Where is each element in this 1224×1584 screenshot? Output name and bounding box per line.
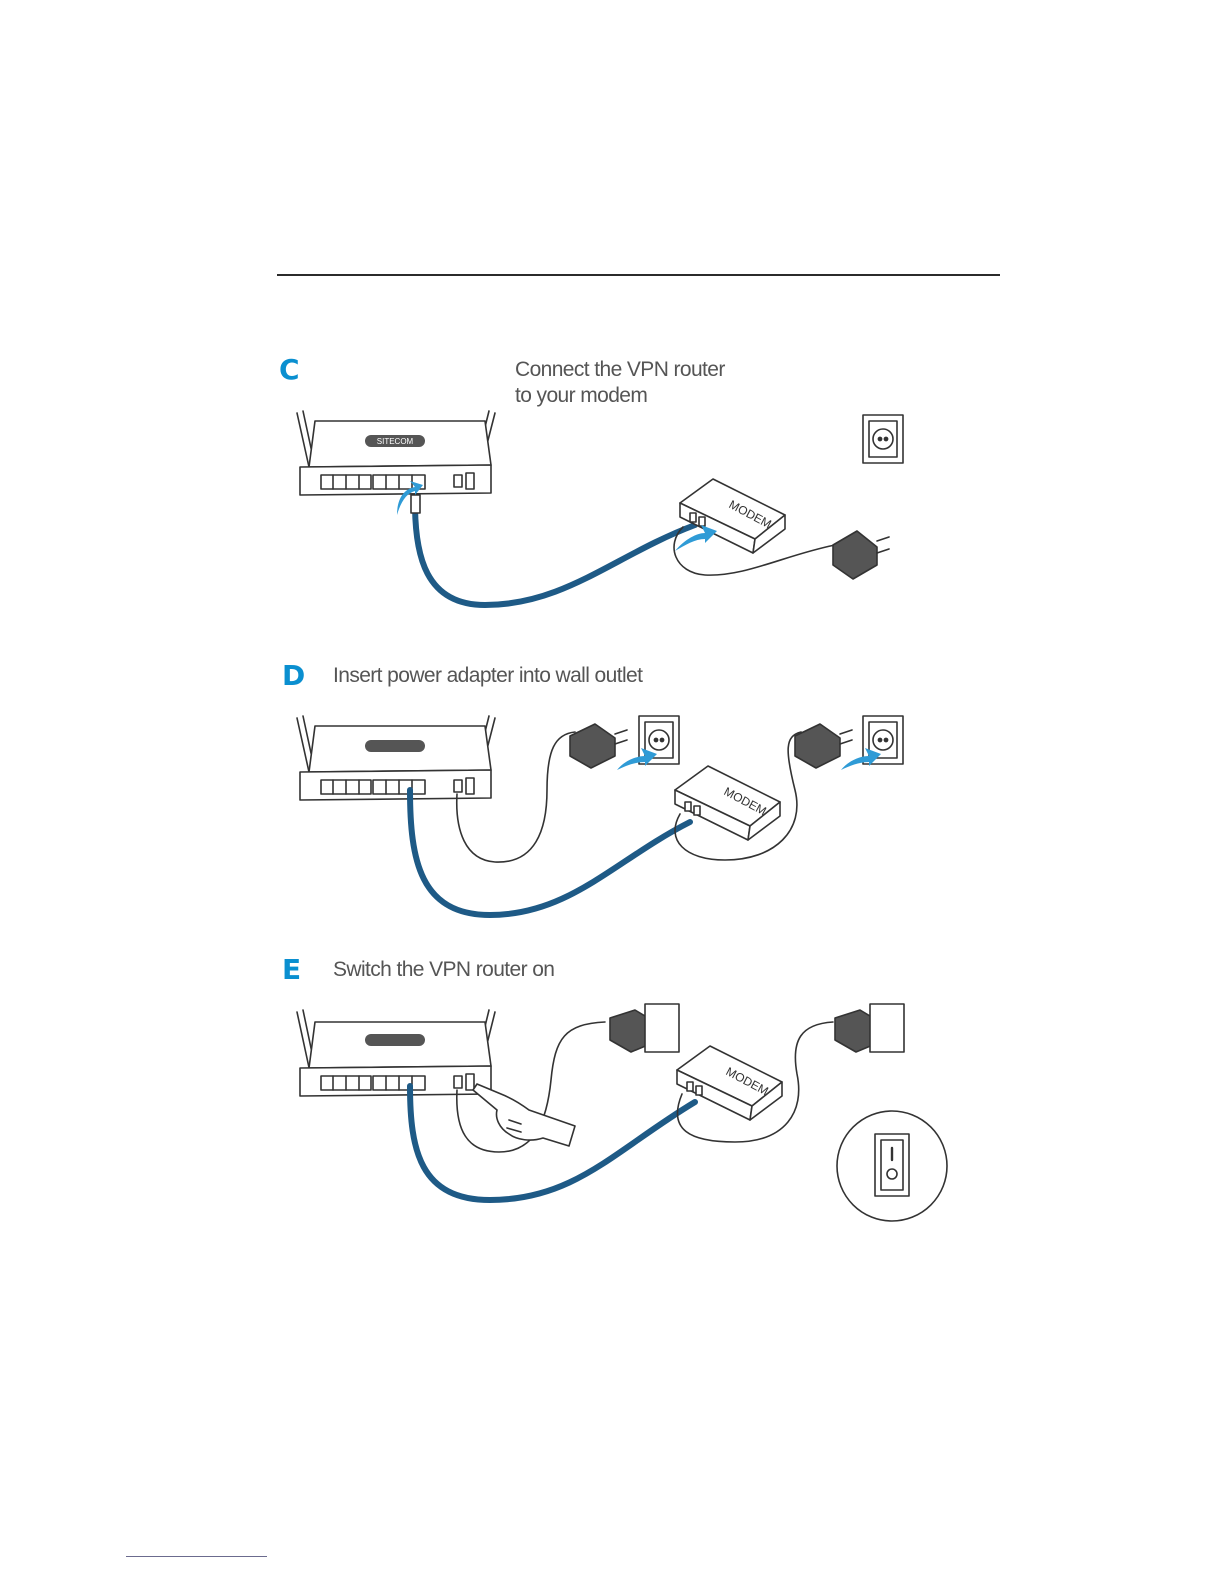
step-c-illustration: SITECOM MODEM — [285, 405, 965, 625]
ethernet-cable — [410, 790, 690, 915]
wall-outlet — [863, 415, 903, 463]
step-e-title-line-1: Switch the VPN router on — [333, 957, 554, 983]
power-adapter — [833, 531, 889, 579]
modem: MODEM — [680, 479, 785, 553]
vpn-router: SITECOM — [297, 411, 495, 495]
step-d-letter: D — [282, 662, 305, 690]
power-switch-closeup — [837, 1111, 947, 1221]
step-c-title-line-1: Connect the VPN router — [515, 357, 725, 383]
step-d-illustration: MODEM — [285, 710, 965, 930]
wall-outlet-1 — [645, 1004, 679, 1052]
step-e-illustration: MODEM — [285, 1000, 965, 1225]
router-brand: SITECOM — [377, 437, 414, 446]
modem-power-adapter — [795, 724, 852, 768]
step-e-title: Switch the VPN router on — [333, 957, 554, 983]
modem: MODEM — [675, 766, 780, 840]
modem: MODEM — [677, 1046, 782, 1120]
router-power-adapter — [570, 724, 627, 768]
step-e-letter: E — [282, 956, 301, 984]
vpn-router — [297, 716, 495, 800]
wall-outlet-2 — [870, 1004, 904, 1052]
step-c-letter: C — [279, 356, 300, 384]
step-c-title: Connect the VPN router to your modem — [515, 357, 725, 409]
hand-pressing-switch — [473, 1084, 575, 1146]
footnote-separator — [126, 1556, 267, 1557]
step-d-title-line-1: Insert power adapter into wall outlet — [333, 663, 642, 689]
top-divider — [277, 274, 1000, 276]
step-d-title: Insert power adapter into wall outlet — [333, 663, 642, 689]
ethernet-cable — [415, 503, 695, 605]
vpn-router — [297, 1010, 495, 1096]
ethernet-cable — [410, 1086, 695, 1200]
